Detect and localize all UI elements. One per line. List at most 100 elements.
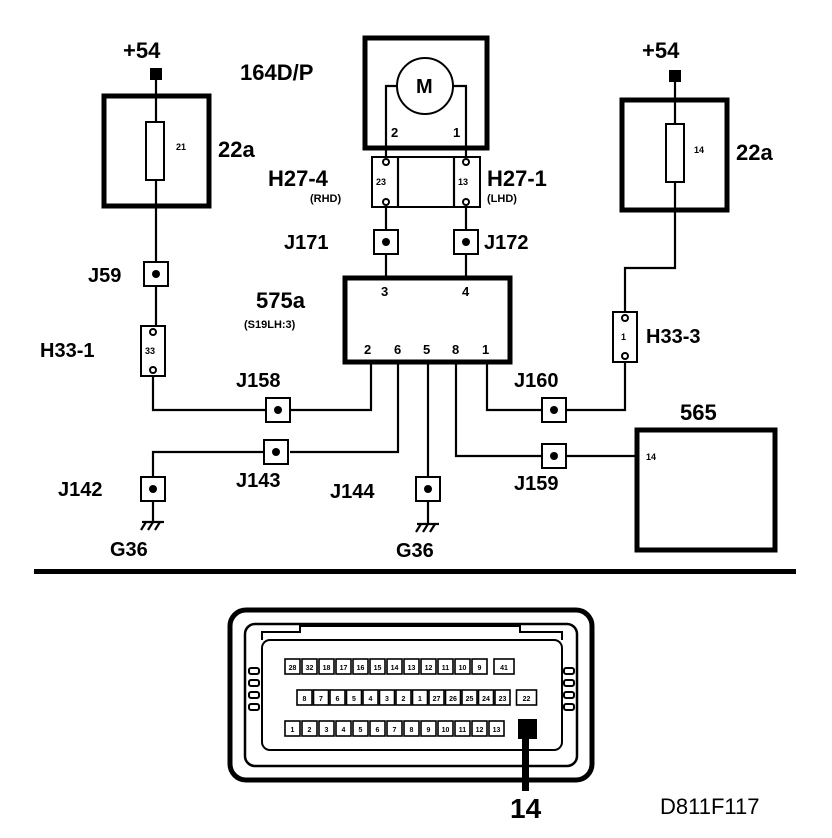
connector-pin: [437, 720, 454, 737]
ground-left-icon: [140, 520, 164, 531]
ecu-label: 565: [680, 400, 717, 425]
supply-left-terminal: [150, 68, 162, 80]
connector-pin-number: 2: [308, 727, 312, 734]
j172-label: J172: [484, 232, 529, 254]
connector-pin: [428, 689, 445, 706]
h33-3-label: H33-3: [646, 326, 700, 348]
connector-pin: [318, 720, 335, 737]
supply-right-label: +54: [642, 38, 680, 63]
connector-pin: [301, 658, 318, 675]
connector-pin: [386, 720, 403, 737]
fuse-right-label: 22a: [736, 140, 773, 165]
ecu-pin: 14: [646, 452, 656, 462]
connector-pin-number: 6: [336, 696, 340, 703]
connector-pin-number: 2: [402, 696, 406, 703]
connector-pin-number: 26: [449, 696, 457, 703]
connector-pin-number: 12: [425, 665, 433, 672]
connector-pin: [437, 658, 454, 675]
connector-pin-number: 25: [466, 696, 474, 703]
connector-pin: [378, 689, 396, 706]
ground-right-icon: [415, 522, 439, 533]
h33-1-pin: 33: [145, 346, 155, 356]
connector-pin: [488, 720, 505, 737]
connector-pin: [403, 720, 420, 737]
h33-3-pin: 1: [621, 332, 626, 342]
h27-4-pin: 23: [376, 177, 386, 187]
connector-pin-number: 9: [478, 665, 482, 672]
g36-left-label: G36: [110, 539, 148, 561]
connector-pin: [312, 689, 330, 706]
ecu-565-box: [634, 427, 778, 553]
supply-right-terminal: [669, 70, 681, 82]
j142-label: J142: [58, 479, 103, 501]
figure-code: D811F117: [660, 794, 759, 819]
module-label: 575a: [256, 288, 306, 313]
h27-1-pin: 13: [458, 177, 468, 187]
module-pin-6: 6: [394, 342, 401, 357]
connector-pin-number: 13: [493, 727, 501, 734]
connector-pin-number: 4: [369, 696, 373, 703]
g36-right-label: G36: [396, 540, 434, 562]
pin-14-callout-line: [522, 739, 529, 791]
connector-pin: [444, 689, 462, 706]
connector-pin-number: 7: [319, 696, 323, 703]
connector-pin: [454, 720, 471, 737]
connector-pin-number: 23: [499, 696, 507, 703]
callout-label: 14: [510, 793, 542, 824]
connector-pin: [403, 658, 420, 675]
module-575a-box: [342, 275, 513, 365]
supply-left-label: +54: [123, 38, 161, 63]
motor-pin-left: 2: [391, 125, 398, 140]
fuse-right-pin: 14: [694, 145, 704, 155]
j159-label: J159: [514, 473, 559, 495]
connector-pin-number: 22: [523, 696, 531, 703]
j160-label: J160: [514, 370, 559, 392]
connector-pin-number: 7: [393, 727, 397, 734]
fuse-left-pin: 21: [176, 142, 186, 152]
connector-pin-number: 1: [291, 727, 295, 734]
connector-pin: [494, 689, 511, 706]
connector-pin: [386, 658, 403, 675]
connector-pin: [318, 658, 335, 675]
connector-pin-number: 5: [352, 696, 356, 703]
connector-pin-number: 17: [340, 665, 348, 672]
module-note: (S19LH:3): [244, 319, 296, 331]
h33-1-label: H33-1: [40, 340, 94, 362]
connector-pin-number: 5: [359, 727, 363, 734]
h27-1-note: (LHD): [487, 193, 517, 205]
fuse-left-label: 22a: [218, 137, 255, 162]
connector-pin: [411, 689, 429, 706]
connector-pin-number: 28: [289, 665, 297, 672]
connector-pin-number: 8: [410, 727, 414, 734]
pin-14-highlight: [518, 719, 537, 739]
connector-pin-number: 8: [303, 696, 307, 703]
h27-connector-block: [371, 156, 481, 208]
connector-pin-number: 9: [427, 727, 431, 734]
connector-pin-number: 10: [442, 727, 450, 734]
connector-pin-number: 6: [376, 727, 380, 734]
motor-label: 164D/P: [240, 60, 313, 85]
motor-pin-right: 1: [453, 125, 460, 140]
connector-pin-number: 4: [342, 727, 346, 734]
module-pin-8: 8: [452, 342, 459, 357]
connector-pin-number: 10: [459, 665, 467, 672]
connector-pin: [301, 720, 318, 737]
connector-pin-number: 14: [391, 665, 399, 672]
connector-pin: [420, 658, 437, 675]
connector-pin: [284, 720, 301, 737]
connector-pin: [369, 720, 386, 737]
module-pin-5: 5: [423, 342, 430, 357]
connector-pin: [515, 689, 538, 706]
connector-pin: [471, 658, 488, 675]
connector-pin: [329, 689, 346, 706]
j171-label: J171: [284, 232, 329, 254]
connector-pin: [284, 658, 301, 675]
h27-4-label: H27-4: [268, 166, 329, 191]
connector-pin-number: 11: [442, 665, 450, 672]
connector-pin-number: 27: [433, 696, 441, 703]
motor-symbol: M: [416, 76, 433, 98]
j144-label: J144: [330, 481, 375, 503]
connector-pin: [335, 658, 352, 675]
connector-pin-number: 15: [374, 665, 382, 672]
